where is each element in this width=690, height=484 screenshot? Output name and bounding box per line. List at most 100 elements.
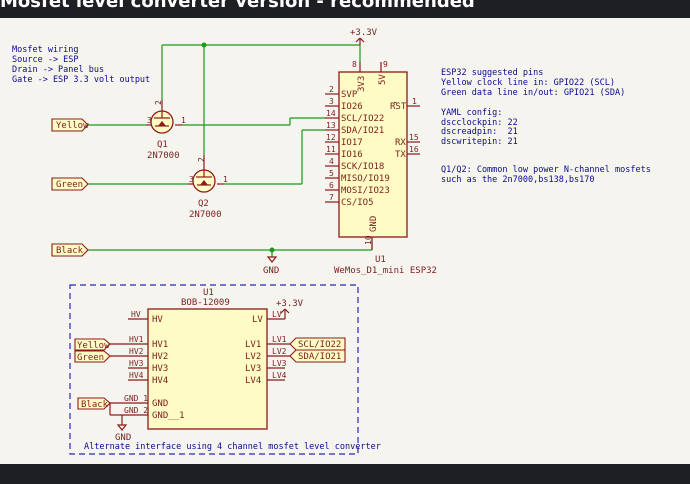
- gnd-label: GND: [263, 266, 279, 276]
- label-black: Black: [51, 243, 89, 257]
- alt-power-3v3-symbol: +3.3V: [276, 299, 304, 319]
- yaml-config-note: YAML config: dscclockpin: 22 dscreadpin:…: [441, 108, 518, 147]
- label-green: Green: [51, 177, 89, 191]
- svg-text:Black: Black: [56, 246, 84, 256]
- svg-text:5V: 5V: [378, 74, 388, 85]
- q2-ref: Q2: [198, 199, 209, 209]
- mosfet-q1: 3 1 2 Q1 2N7000: [146, 100, 186, 161]
- svg-text:15: 15: [409, 133, 419, 142]
- svg-text:3: 3: [329, 97, 334, 106]
- schematic-sheet: Mosfet wiring Source -> ESP Drain -> Pan…: [0, 18, 690, 464]
- svg-text:Black: Black: [81, 400, 109, 410]
- svg-text:IO16: IO16: [341, 150, 363, 160]
- note-line: Gate -> ESP 3.3 volt output: [12, 75, 150, 85]
- junction-dot: [201, 42, 207, 48]
- note-line: dscwritepin: 21: [441, 137, 518, 147]
- q1-value: 2N7000: [147, 151, 180, 161]
- esp-left-pin: 4 SCK/IO18: [325, 157, 384, 172]
- esp32-pins-note: ESP32 suggested pins Yellow clock line i…: [441, 68, 625, 98]
- svg-text:3: 3: [189, 175, 194, 184]
- alt-label-sda: SDA/IO21: [289, 349, 346, 363]
- svg-text:HV3: HV3: [152, 364, 168, 374]
- alt-caption: Alternate interface using 4 channel mosf…: [84, 442, 381, 452]
- esp32-module: 8 9 3V3 5V 2 SVP 3 IO26 14 SCL/IO22 13 S…: [325, 60, 437, 276]
- esp-left-pin: 3 IO26: [325, 97, 363, 112]
- bob-ref: U1: [203, 288, 214, 298]
- svg-text:SCK/IO18: SCK/IO18: [341, 162, 384, 172]
- svg-text:Green: Green: [77, 353, 104, 363]
- q2-value: 2N7000: [189, 210, 222, 220]
- svg-text:GND_2: GND_2: [124, 406, 148, 415]
- svg-text:14: 14: [326, 109, 336, 118]
- esp-left-pin: 5 MISO/IO19: [325, 169, 390, 184]
- esp-left-pin: 12 IO17: [325, 133, 363, 148]
- esp-left-pin: 11 IO16: [325, 145, 363, 160]
- svg-text:2: 2: [197, 157, 206, 162]
- bob-value: BOB-12009: [181, 298, 230, 308]
- svg-text:MISO/IO19: MISO/IO19: [341, 174, 390, 184]
- svg-text:HV1: HV1: [129, 335, 144, 344]
- svg-text:MOSI/IO23: MOSI/IO23: [341, 186, 390, 196]
- svg-text:2: 2: [154, 100, 163, 105]
- svg-text:HV4: HV4: [129, 371, 144, 380]
- svg-text:1: 1: [412, 97, 417, 106]
- note-line: Yellow clock line in: GPIO22 (SCL): [441, 78, 615, 88]
- svg-text:1: 1: [223, 175, 228, 184]
- svg-text:GND_1: GND_1: [124, 394, 148, 403]
- junction-dot: [269, 247, 275, 253]
- svg-text:13: 13: [326, 121, 336, 130]
- note-line: Mosfet wiring: [12, 45, 79, 55]
- svg-text:HV2: HV2: [152, 352, 168, 362]
- power-3v3-symbol: +3.3V: [350, 28, 378, 45]
- mosfet-q2: 3 1 2 Q2 2N7000: [188, 155, 228, 220]
- svg-text:SDA/IO21: SDA/IO21: [341, 126, 384, 136]
- svg-text:LV2: LV2: [272, 347, 287, 356]
- esp-ref: U1: [375, 255, 386, 265]
- alt-interface-box: Alternate interface using 4 channel mosf…: [69, 284, 381, 455]
- esp-right-pin: 15 RX: [395, 133, 420, 148]
- svg-text:HV4: HV4: [152, 376, 168, 386]
- svg-text:LV4: LV4: [272, 371, 287, 380]
- svg-text:GND: GND: [152, 399, 168, 409]
- svg-text:LV2: LV2: [245, 352, 261, 362]
- wiring-note: Mosfet wiring Source -> ESP Drain -> Pan…: [12, 45, 150, 85]
- svg-text:HV: HV: [152, 315, 163, 325]
- note-line: such as the 2n7000,bs138,bs170: [441, 175, 595, 185]
- page-title: Mosfet level converter version - recomme…: [0, 0, 475, 12]
- mosfet-note: Q1/Q2: Common low power N-channel mosfet…: [441, 165, 651, 185]
- svg-text:1: 1: [181, 116, 186, 125]
- esp-value: WeMos_D1_mini ESP32: [334, 266, 437, 276]
- alt-ground-symbol: GND: [109, 403, 131, 443]
- svg-text:Green: Green: [56, 180, 83, 190]
- note-line: Source -> ESP: [12, 55, 79, 65]
- svg-text:HV: HV: [131, 310, 141, 319]
- ground-symbol: GND: [263, 256, 279, 276]
- svg-text:HV3: HV3: [129, 359, 144, 368]
- esp-left-pin: 13 SDA/IO21: [325, 121, 384, 136]
- junctions: [201, 42, 275, 253]
- svg-text:8: 8: [352, 60, 357, 69]
- note-line: Q1/Q2: Common low power N-channel mosfet…: [441, 165, 651, 175]
- note-line: Green data line in/out: GPIO21 (SDA): [441, 88, 625, 98]
- svg-text:2: 2: [329, 85, 334, 94]
- svg-text:IO26: IO26: [341, 102, 363, 112]
- q1-ref: Q1: [157, 140, 168, 150]
- svg-text:3V3: 3V3: [357, 76, 367, 92]
- svg-text:7: 7: [329, 193, 334, 202]
- svg-text:5: 5: [329, 169, 334, 178]
- note-line: YAML config:: [441, 108, 502, 118]
- schematic-canvas: Mosfet wiring Source -> ESP Drain -> Pan…: [12, 28, 651, 455]
- esp-left-pin: 6 MOSI/IO23: [325, 181, 390, 196]
- svg-text:LV1: LV1: [245, 340, 261, 350]
- label-yellow: Yellow: [51, 118, 89, 132]
- esp-left-pin: 14 SCL/IO22: [325, 109, 384, 124]
- bob-12009: U1 BOB-12009 HV HV HV1 HV1 HV2 HV2 HV3 H…: [110, 288, 290, 430]
- svg-text:3: 3: [147, 116, 152, 125]
- svg-text:11: 11: [326, 145, 336, 154]
- esp-right-pin: 1 RST: [390, 97, 420, 112]
- svg-text:16: 16: [409, 145, 419, 154]
- svg-text:SCL/IO22: SCL/IO22: [341, 114, 384, 124]
- esp-right-pin: 16 TX: [395, 145, 420, 160]
- power-label: +3.3V: [276, 299, 304, 309]
- svg-text:GND: GND: [369, 216, 379, 232]
